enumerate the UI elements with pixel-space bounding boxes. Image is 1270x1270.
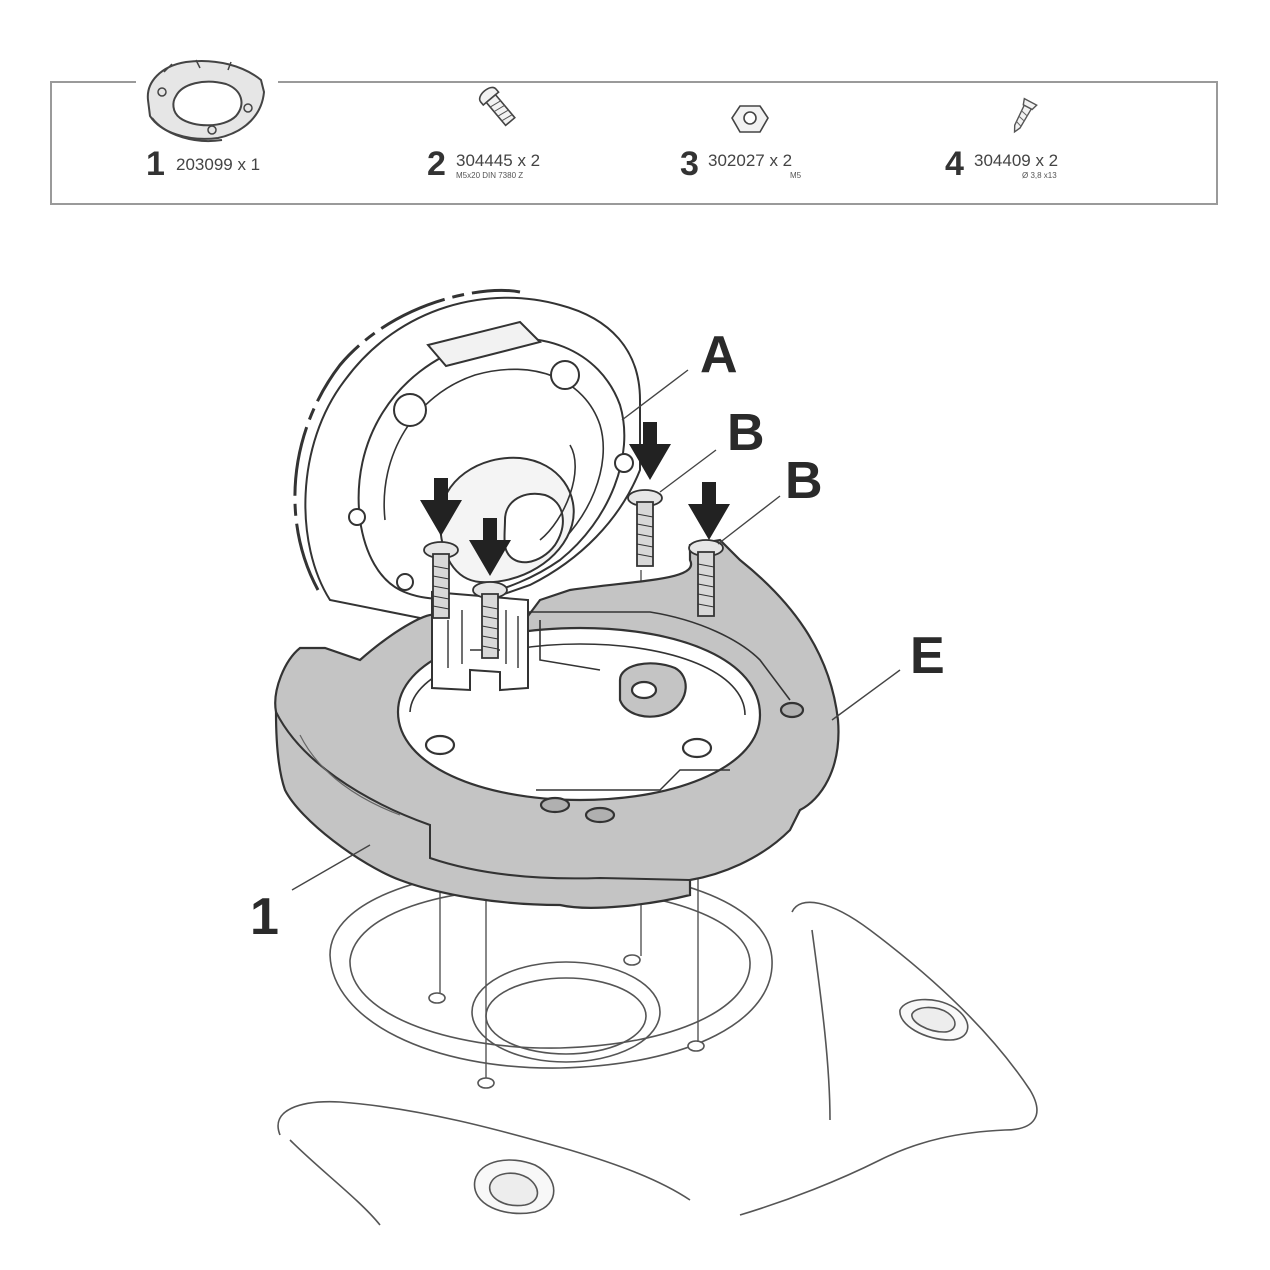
leader-lines: [291, 369, 901, 891]
hinge-block: [431, 590, 529, 692]
hex-nut-icon: [731, 105, 769, 133]
insert-arrows: [420, 422, 730, 576]
fuel-cap-open: [293, 288, 641, 622]
down-arrow-icon: [420, 478, 462, 536]
callout-a: A: [700, 326, 738, 384]
callout-b-2: B: [785, 452, 823, 510]
callout-e: E: [910, 627, 945, 685]
part-2-code: 304445 x 2: [456, 151, 541, 170]
part-4-number: 4: [945, 145, 964, 183]
screw-3: [627, 489, 663, 567]
tank-mounting-holes: [428, 954, 705, 1089]
down-arrow-icon: [688, 482, 730, 540]
screw-1: [423, 541, 459, 619]
screw-4: [688, 539, 724, 617]
part-1-code: 203099 x 1: [176, 155, 261, 174]
tank-ring-flange: [274, 538, 840, 909]
screw-2: [472, 581, 508, 659]
screws: [423, 489, 724, 659]
part-4-spec: Ø 3,8 x13: [1022, 171, 1057, 180]
fuel-tank-outline: [277, 867, 1038, 1226]
button-head-screw-icon: [478, 86, 516, 127]
part-2-number: 2: [427, 145, 446, 183]
down-arrow-icon: [469, 518, 511, 576]
part-4-code: 304409 x 2: [974, 151, 1059, 170]
part-3-spec: M5: [790, 171, 802, 180]
part-3-code: 302027 x 2: [708, 151, 793, 170]
part-3-number: 3: [680, 145, 699, 183]
down-arrow-icon: [629, 422, 671, 480]
part-1-number: 1: [146, 145, 165, 183]
self-tapping-screw-icon: [1013, 97, 1038, 134]
mounting-flange-icon: [136, 59, 278, 142]
callout-1: 1: [250, 888, 279, 946]
callout-b-1: B: [727, 404, 765, 462]
part-2-spec: M5x20 DIN 7380 Z: [456, 171, 524, 180]
